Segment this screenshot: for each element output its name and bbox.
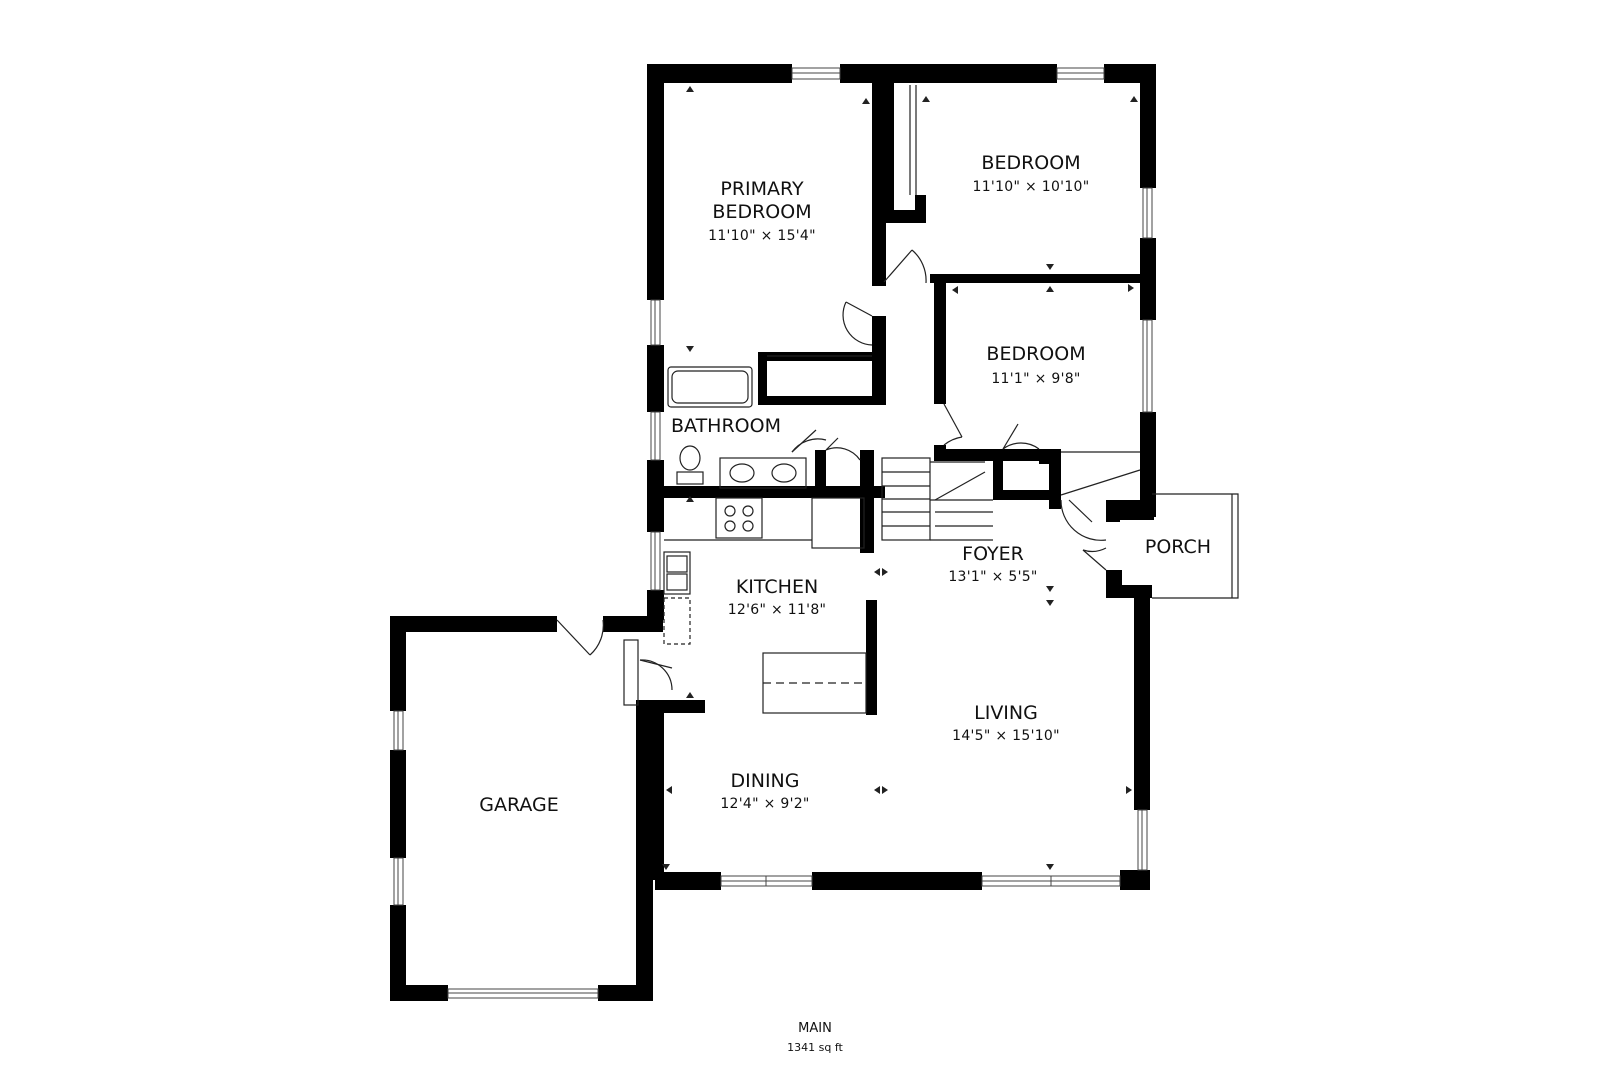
room-labels: PRIMARY BEDROOM 11'10" × 15'4" BEDROOM 1… bbox=[479, 152, 1211, 816]
room-name: PORCH bbox=[1145, 536, 1211, 558]
room-name: PRIMARY bbox=[720, 178, 804, 200]
floor-area: 1341 sq ft bbox=[787, 1041, 843, 1054]
floor-summary: MAIN 1341 sq ft bbox=[787, 1021, 843, 1054]
room-dimensions: 11'1" × 9'8" bbox=[991, 371, 1080, 387]
room-dimensions: 11'10" × 10'10" bbox=[973, 179, 1090, 195]
room-dimensions: 13'1" × 5'5" bbox=[948, 569, 1037, 585]
room-dimensions: 12'4" × 9'2" bbox=[720, 796, 809, 812]
windows bbox=[393, 67, 1153, 999]
room-name: BEDROOM bbox=[981, 152, 1080, 174]
room-name: KITCHEN bbox=[736, 576, 818, 598]
room-name: FOYER bbox=[962, 543, 1024, 565]
room-name: GARAGE bbox=[479, 794, 559, 816]
room-name: BEDROOM bbox=[986, 343, 1085, 365]
walls bbox=[390, 64, 1156, 1001]
room-name: BATHROOM bbox=[671, 415, 781, 437]
room-dimensions: 11'10" × 15'4" bbox=[708, 228, 816, 244]
floor-label: MAIN bbox=[798, 1021, 832, 1036]
doors-fixtures bbox=[556, 85, 1239, 714]
room-dimensions: 12'6" × 11'8" bbox=[728, 602, 827, 618]
room-name: DINING bbox=[731, 770, 800, 792]
room-name: LIVING bbox=[974, 702, 1038, 724]
room-name: BEDROOM bbox=[712, 201, 811, 223]
room-dimensions: 14'5" × 15'10" bbox=[952, 728, 1060, 744]
measurement-markers bbox=[662, 86, 1138, 870]
